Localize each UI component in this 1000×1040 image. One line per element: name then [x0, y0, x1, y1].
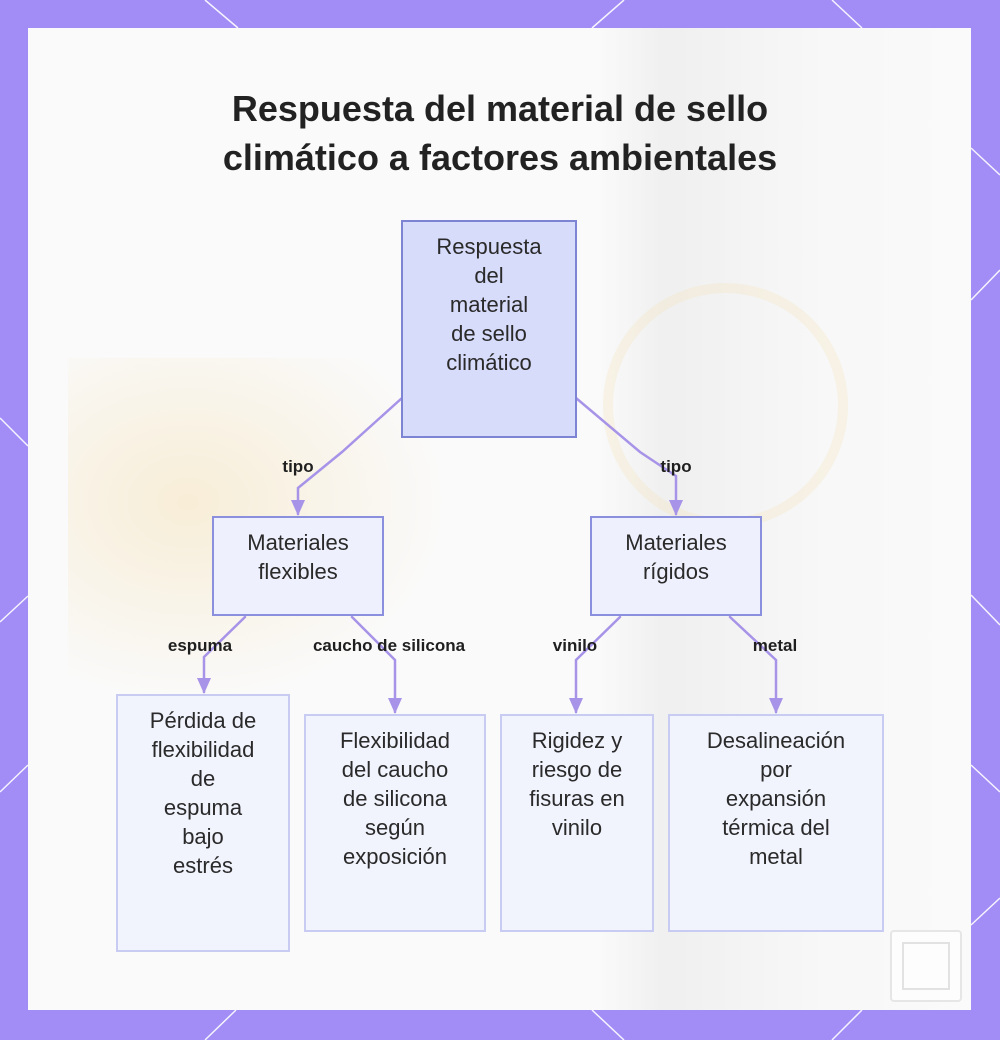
node-root-line: del: [474, 263, 504, 288]
node-root-line: material: [449, 292, 529, 317]
title-line-2: climático a factores ambientales: [222, 137, 778, 178]
node-vinyl: Rigidez y riesgo de fisuras en vinilo: [500, 714, 654, 932]
edge-label-flexible-silicone: caucho de silicona: [312, 636, 466, 655]
edge-label-rigid-metal: metal: [752, 636, 798, 655]
node-silicone-line: exposición: [343, 844, 447, 869]
edge-label-root-rigid: tipo: [660, 457, 692, 476]
node-silicone-line: según: [365, 815, 425, 840]
edge-rigid-vinyl: [569, 615, 622, 714]
node-foam-line: Pérdida de: [149, 708, 257, 733]
edge-root-rigid: [574, 396, 683, 516]
title-line-1: Respuesta del material de sello: [231, 88, 769, 129]
node-foam-line: estrés: [173, 853, 233, 878]
node-vinyl-line: vinilo: [551, 815, 603, 840]
node-rigid-line: rígidos: [642, 559, 710, 584]
node-metal-line: metal: [749, 844, 803, 869]
node-metal-line: térmica del: [722, 815, 830, 840]
node-silicone-line: de silicona: [343, 786, 447, 811]
edge-flexible-foam: [197, 615, 247, 694]
node-silicone-line: Flexibilidad: [339, 728, 451, 753]
node-vinyl-line: riesgo de: [531, 757, 623, 782]
node-foam-line: flexibilidad: [151, 737, 255, 762]
diagram-title: Respuesta del material de sello climátic…: [0, 84, 1000, 182]
edge-flexible-silicone: [350, 615, 402, 714]
node-silicone-line: del caucho: [341, 757, 449, 782]
node-metal-line: por: [760, 757, 792, 782]
node-flexible-materials: Materiales flexibles: [212, 516, 384, 616]
node-root: Respuesta del material de sello climátic…: [401, 220, 577, 438]
node-vinyl-line: fisuras en: [529, 786, 625, 811]
node-flexible-line: flexibles: [258, 559, 338, 584]
node-root-line: de sello: [451, 321, 527, 346]
node-rigid-materials: Materiales rígidos: [590, 516, 762, 616]
node-metal-line: Desalineación: [706, 728, 846, 753]
edge-label-flexible-foam: espuma: [167, 636, 233, 655]
node-flexible-line: Materiales: [247, 530, 349, 555]
node-foam-line: espuma: [163, 795, 243, 820]
node-root-line: climático: [446, 350, 532, 375]
node-foam: Pérdida de flexibilidad de espuma bajo e…: [116, 694, 290, 952]
node-foam-line: bajo: [182, 824, 224, 849]
node-rigid-line: Materiales: [625, 530, 727, 555]
edge-root-flexible: [291, 396, 404, 516]
node-metal: Desalineación por expansión térmica del …: [668, 714, 884, 932]
edge-label-rigid-vinyl: vinilo: [552, 636, 598, 655]
node-metal-line: expansión: [725, 786, 827, 811]
edge-label-root-flexible: tipo: [282, 457, 314, 476]
node-root-line: Respuesta: [436, 234, 542, 259]
app-logo-icon: [890, 930, 962, 1002]
node-silicone: Flexibilidad del caucho de silicona segú…: [304, 714, 486, 932]
edge-rigid-metal: [728, 615, 783, 714]
node-foam-line: de: [190, 766, 216, 791]
node-vinyl-line: Rigidez y: [531, 728, 623, 753]
